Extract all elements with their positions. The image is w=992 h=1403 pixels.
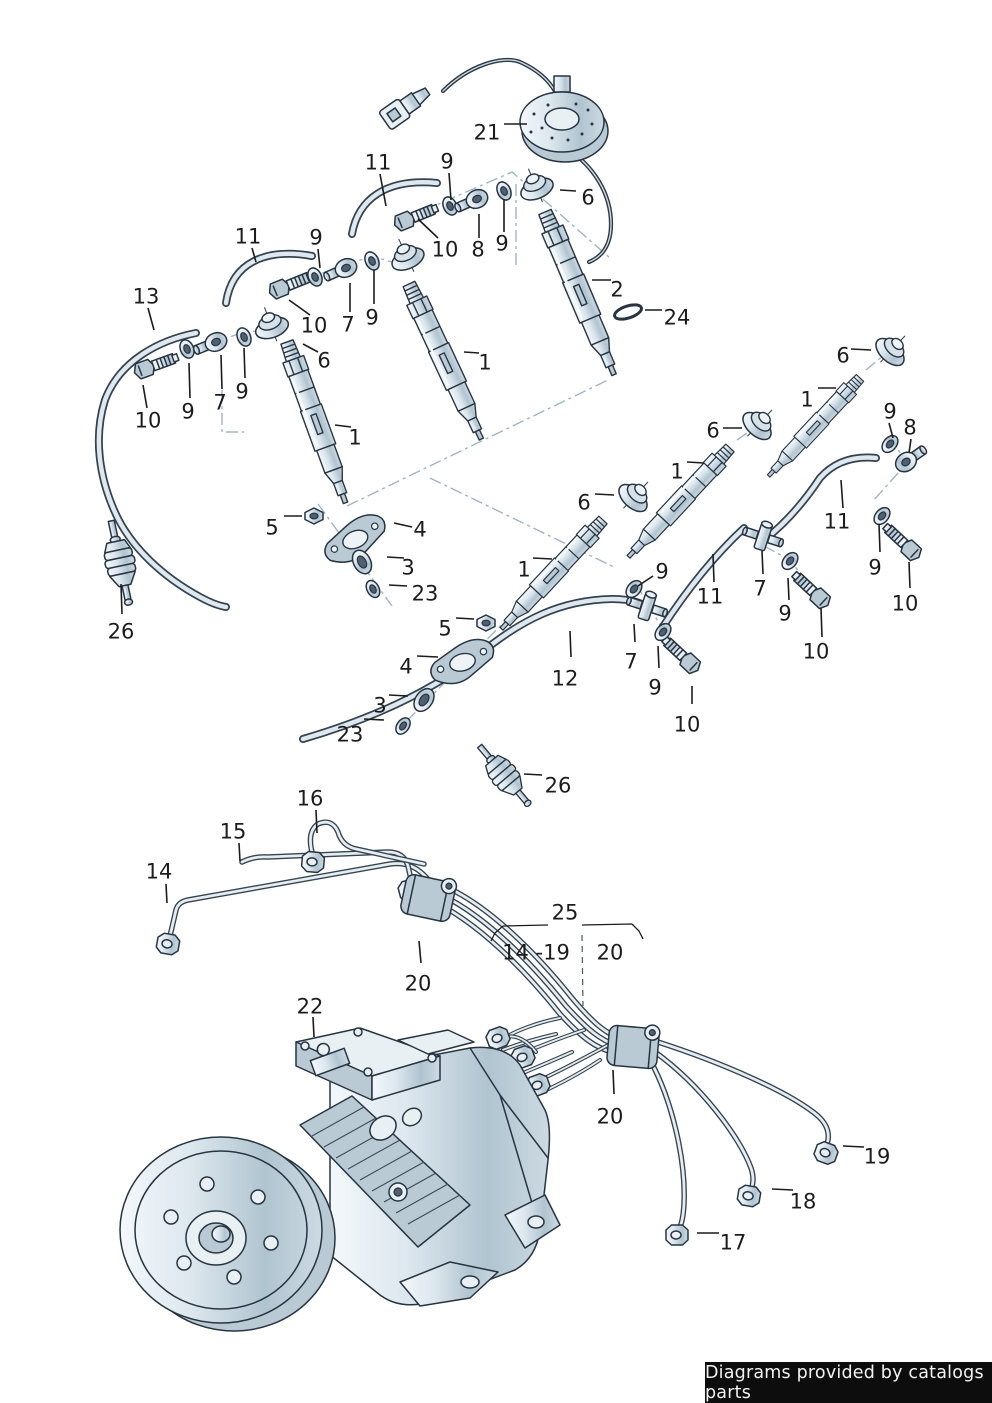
leader-line-20 [418,940,422,964]
leader-line-7 [761,550,764,575]
leader-line-10 [417,218,439,239]
leader-line-11 [712,553,715,583]
leader-line-3 [386,556,405,559]
leader-line-23 [388,584,408,587]
leader-line-15 [238,842,241,862]
leader-line-1 [532,557,553,560]
leader-line-6 [559,189,577,192]
leader-line-10 [908,561,911,589]
leader-line-1 [686,461,705,464]
leader-line-9 [243,347,246,379]
callout-leader-lines [120,123,912,1234]
leader-line-22 [312,1016,315,1038]
leader-line-18 [771,1188,794,1191]
leader-line-9 [448,172,452,201]
leader-line-5 [455,617,475,620]
leader-line-4 [393,522,413,528]
seals-gaskets-art [316,303,643,738]
leader-line-16 [315,809,318,834]
leader-line-9 [657,645,660,669]
leader-line-20 [612,1069,615,1095]
leader-line-1 [334,424,352,428]
leader-line-9 [637,575,654,587]
leader-line-6 [850,348,872,351]
pump-gear-band-art [299,1095,471,1248]
leader-line-14 [165,883,168,904]
leader-line-11 [379,173,387,207]
leader-line-9 [787,577,790,601]
leader-line-8 [908,438,912,454]
fuel-return-hoses [94,178,880,743]
leader-line-10 [142,384,148,409]
footer-banner: Diagrams provided by catalogs parts [705,1362,992,1403]
leader-line-7 [220,354,223,390]
leader-line-26 [523,773,543,776]
leader-line-19 [842,1145,865,1148]
leader-line-11 [840,479,844,509]
injection-pump-art [119,1027,561,1332]
leader-line-7 [633,623,636,643]
leader-line-10 [288,299,311,316]
leader-line-6 [594,493,615,496]
leader-line-10 [820,607,823,638]
leader-line-13 [147,307,155,331]
pump-details-art [309,1042,561,1307]
heat-shield-seals-art [247,161,919,521]
leader-line-9 [888,422,894,439]
footer-text: Diagrams provided by catalogs parts [705,1362,984,1403]
leader-line-26 [120,583,123,615]
leader-line-9 [878,523,881,553]
leader-line-4 [416,655,439,658]
cable-connector-art [379,87,431,130]
leader-line-23 [363,718,385,721]
leader-line-3 [388,694,409,697]
leader-line-11 [251,247,257,263]
leader-line-1 [463,351,480,354]
sensor-cable-art [379,57,614,265]
construction-lines [143,171,909,1007]
group-bracket-25 [490,923,644,942]
grommet-seal-21-art [519,75,609,163]
pump-pulley-art [119,1136,336,1332]
leader-line-9 [317,248,321,269]
leader-line-12 [569,630,572,658]
leader-line-9 [188,362,191,399]
leader-line-6 [302,343,319,353]
